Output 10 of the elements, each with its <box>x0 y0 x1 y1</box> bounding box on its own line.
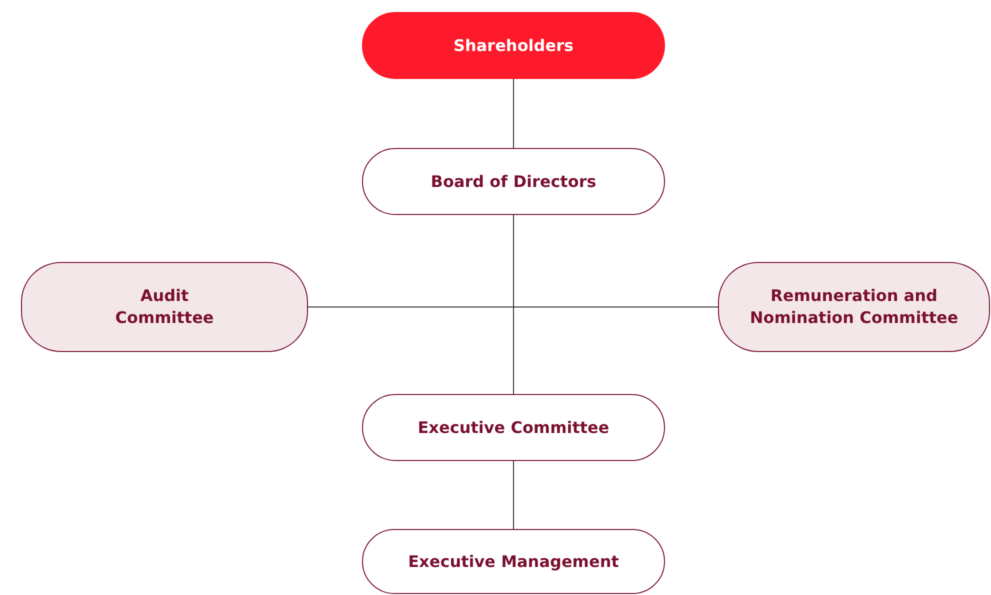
connector-line <box>308 306 718 308</box>
unit-name: Board of Directors <box>430 170 596 192</box>
unit-name: Executive Committee <box>418 416 610 438</box>
connector-line <box>513 460 514 530</box>
unit-name: Remuneration and Nomination Committee <box>749 285 959 329</box>
connector-line <box>513 214 514 394</box>
unit-name: Audit Committee <box>114 285 215 329</box>
connector-line <box>513 78 514 148</box>
unit-name: Executive Management <box>408 550 619 572</box>
unit-name: Shareholders <box>453 34 574 56</box>
